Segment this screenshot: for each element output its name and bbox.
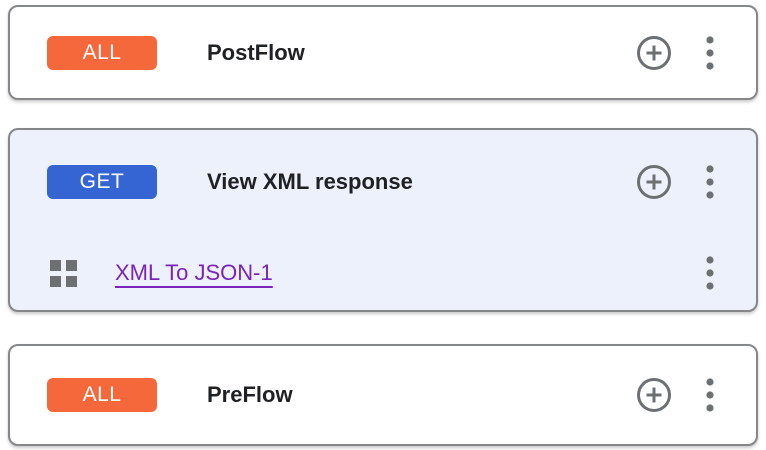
flow-card-main-row: ALL PreFlow (10, 346, 756, 444)
add-step-button[interactable] (636, 35, 672, 71)
vertical-ellipsis-icon (706, 378, 714, 412)
add-circle-icon (636, 164, 672, 200)
vertical-ellipsis-icon (706, 256, 714, 290)
flow-title-view-xml-response: View XML response (207, 169, 413, 194)
more-menu-button[interactable] (706, 378, 714, 412)
method-badge-get: GET (47, 165, 157, 199)
flow-card-view-xml-response[interactable]: GET View XML response (8, 128, 758, 312)
card-actions (636, 377, 714, 413)
policy-step-row: XML To JSON-1 (10, 234, 756, 312)
add-circle-icon (636, 377, 672, 413)
add-step-button[interactable] (636, 164, 672, 200)
method-badge-all: ALL (47, 378, 157, 412)
flow-card-preflow[interactable]: ALL PreFlow (8, 344, 758, 446)
flow-card-main-row: ALL PostFlow (10, 7, 756, 98)
more-menu-button[interactable] (706, 165, 714, 199)
more-menu-button[interactable] (706, 256, 714, 290)
more-menu-button[interactable] (706, 35, 714, 70)
card-actions (636, 164, 714, 200)
policy-link-xml-to-json-1[interactable]: XML To JSON-1 (115, 260, 273, 285)
flow-card-main-row: GET View XML response (10, 130, 756, 234)
add-circle-icon (636, 35, 672, 71)
method-badge-all: ALL (47, 35, 157, 70)
step-actions (706, 256, 714, 290)
flow-title-preflow: PreFlow (207, 382, 293, 407)
add-step-button[interactable] (636, 377, 672, 413)
flow-card-postflow[interactable]: ALL PostFlow (8, 5, 758, 100)
vertical-ellipsis-icon (706, 35, 714, 70)
flow-title-postflow: PostFlow (207, 39, 305, 65)
card-actions (636, 35, 714, 71)
drag-handle-icon[interactable] (50, 259, 78, 287)
vertical-ellipsis-icon (706, 165, 714, 199)
